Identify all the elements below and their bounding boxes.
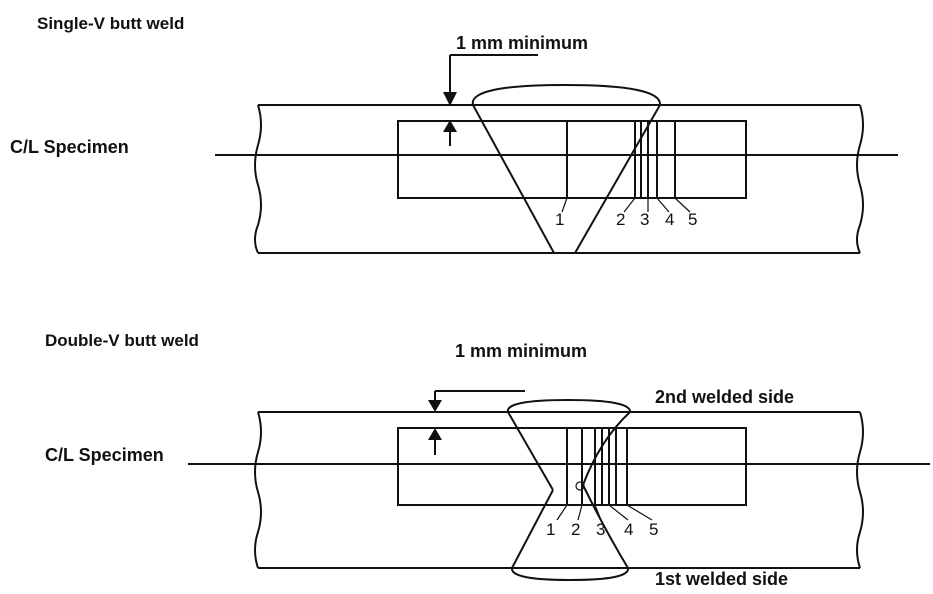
double-position-number-1: 1 bbox=[546, 520, 556, 539]
double-v-figure bbox=[188, 390, 930, 582]
single-dim-down-arrowhead bbox=[443, 92, 457, 106]
single-position-number-2: 2 bbox=[616, 210, 626, 229]
double-min-thickness-label: 1 mm minimum bbox=[455, 341, 588, 361]
double-position-number-3: 3 bbox=[596, 520, 606, 539]
single-dim-up-arrowhead bbox=[443, 120, 457, 132]
single-plate-right-break bbox=[856, 104, 864, 254]
double-root-mark bbox=[575, 481, 585, 491]
second-welded-side-label: 2nd welded side bbox=[655, 387, 795, 407]
single-weld-right-fusion bbox=[574, 104, 661, 254]
first-welded-side-label: 1st welded side bbox=[655, 569, 789, 589]
double-leader-4 bbox=[608, 504, 629, 521]
double-weld-bottom-left-fusion bbox=[511, 489, 554, 569]
single-position-number-4: 4 bbox=[665, 210, 675, 229]
double-leader-1 bbox=[556, 504, 568, 521]
single-leader-4 bbox=[656, 197, 670, 213]
double-dim-down-arrowhead bbox=[428, 400, 442, 412]
single-min-thickness-label: 1 mm minimum bbox=[456, 33, 589, 53]
double-weld-top-right-fusion bbox=[582, 411, 631, 486]
single-position-number-3: 3 bbox=[640, 210, 650, 229]
double-weld-bottom-right-fusion bbox=[582, 484, 629, 569]
double-v-title: Double-V butt weld bbox=[45, 331, 199, 350]
double-plate-left-break bbox=[254, 411, 262, 569]
single-plate-left-break bbox=[254, 104, 262, 254]
double-weld-top-cap bbox=[506, 398, 631, 413]
double-dim-up-arrowhead bbox=[428, 428, 442, 440]
single-centerline-label: C/L Specimen bbox=[10, 137, 129, 157]
single-leader-2 bbox=[623, 197, 636, 213]
single-leader-5 bbox=[674, 197, 691, 213]
single-position-number-5: 5 bbox=[688, 210, 698, 229]
single-v-title: Single-V butt weld bbox=[37, 14, 185, 33]
double-leader-3 bbox=[594, 504, 602, 521]
double-specimen-rect bbox=[397, 427, 747, 506]
single-v-figure bbox=[215, 54, 898, 254]
single-weld-left-fusion bbox=[472, 104, 555, 254]
double-position-number-4: 4 bbox=[624, 520, 634, 539]
single-weld-cap bbox=[471, 83, 661, 106]
single-specimen-rect bbox=[397, 120, 747, 199]
double-leader-5 bbox=[626, 504, 653, 521]
double-centerline-label: C/L Specimen bbox=[45, 445, 164, 465]
double-position-number-2: 2 bbox=[571, 520, 581, 539]
double-weld-top-left-fusion bbox=[507, 411, 554, 491]
double-weld-bottom-cap bbox=[511, 567, 629, 582]
single-position-number-1: 1 bbox=[555, 210, 565, 229]
single-leader-1 bbox=[561, 197, 568, 213]
double-plate-right-break bbox=[856, 411, 864, 569]
double-leader-2 bbox=[577, 504, 583, 521]
double-position-number-5: 5 bbox=[649, 520, 659, 539]
